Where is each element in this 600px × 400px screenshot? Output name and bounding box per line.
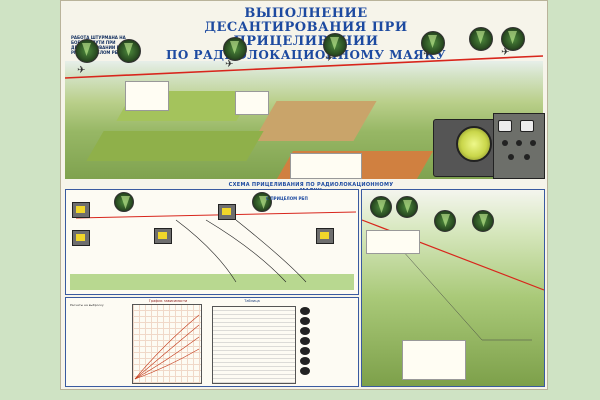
poster-footer xyxy=(361,385,543,389)
title-line-1: ВЫПОЛНЕНИЕ ДЕСАНТИРОВАНИЯ ПРИ ПРИЦЕЛИВАН… xyxy=(204,6,408,49)
symbol-icon xyxy=(300,327,310,335)
symbol-icon xyxy=(300,357,310,365)
control-panel xyxy=(493,113,545,179)
graph-curves xyxy=(134,314,200,380)
indicator-box-icon xyxy=(218,204,236,220)
indicator-box-icon xyxy=(72,202,90,218)
radar-scope-icon xyxy=(252,192,272,212)
right-scheme-panel xyxy=(361,189,545,387)
radar-scope-icon xyxy=(75,39,99,63)
radar-scope-icon xyxy=(501,27,525,51)
radar-scope-icon xyxy=(370,196,392,218)
radar-scope-icon xyxy=(421,31,445,55)
aircraft-icon: ✈ xyxy=(501,47,510,58)
ground-strip xyxy=(70,274,354,290)
training-poster: ВЫПОЛНЕНИЕ ДЕСАНТИРОВАНИЯ ПРИ ПРИЦЕЛИВАН… xyxy=(60,0,548,390)
note-box xyxy=(290,153,362,179)
knob-icon xyxy=(502,140,508,146)
indicator-box-icon xyxy=(72,230,90,246)
aircraft-icon: ✈ xyxy=(225,59,234,70)
radar-scope-icon xyxy=(396,196,418,218)
sub-caption: С ПРИЦЕЛОМ РБП xyxy=(266,196,308,201)
knob-icon xyxy=(516,140,522,146)
radar-scope-icon xyxy=(434,210,456,232)
field xyxy=(253,101,377,141)
field xyxy=(86,131,264,161)
calc-text: Расчеты на выброску xyxy=(70,303,104,307)
graph-title: График зависимости xyxy=(148,299,188,303)
table-title: Таблица xyxy=(244,299,260,303)
symbol-icon xyxy=(300,337,310,345)
symbol-icon xyxy=(300,317,310,325)
trajectory-diagram xyxy=(75,211,357,283)
knob-icon xyxy=(530,140,536,146)
indicator-box-icon xyxy=(154,228,172,244)
calculation-panel: Расчеты на выброску График зависимости Т… xyxy=(65,297,359,387)
indicator-box-icon xyxy=(316,228,334,244)
gauge-icon xyxy=(520,120,534,132)
symbol-icon xyxy=(300,347,310,355)
graph xyxy=(132,304,202,384)
symbol-icon xyxy=(300,307,310,315)
radar-scope-icon xyxy=(469,27,493,51)
left-scheme-panel: С ПРИЦЕЛОМ РБП xyxy=(65,189,359,295)
aircraft-icon: ✈ xyxy=(77,65,86,76)
symbol-column xyxy=(298,306,320,377)
aircraft-icon: ✈ xyxy=(325,53,334,64)
radar-scope-icon xyxy=(114,192,134,212)
gauge-icon xyxy=(498,120,512,132)
knob-icon xyxy=(524,154,530,160)
radar-screen-icon xyxy=(456,126,492,162)
data-table xyxy=(212,306,296,384)
knob-icon xyxy=(508,154,514,160)
radar-scope-icon xyxy=(223,37,247,61)
radar-scope-icon xyxy=(323,33,347,57)
radar-scope-icon xyxy=(117,39,141,63)
radar-indicator-unit xyxy=(433,119,497,177)
symbol-icon xyxy=(300,367,310,375)
note-box xyxy=(366,230,420,254)
note-box xyxy=(235,91,269,115)
aircraft-icon: ✈ xyxy=(423,49,432,60)
track-line xyxy=(65,55,543,79)
upper-landscape xyxy=(65,61,543,179)
note-box xyxy=(402,340,466,380)
radar-scope-icon xyxy=(472,210,494,232)
note-box xyxy=(125,81,169,111)
